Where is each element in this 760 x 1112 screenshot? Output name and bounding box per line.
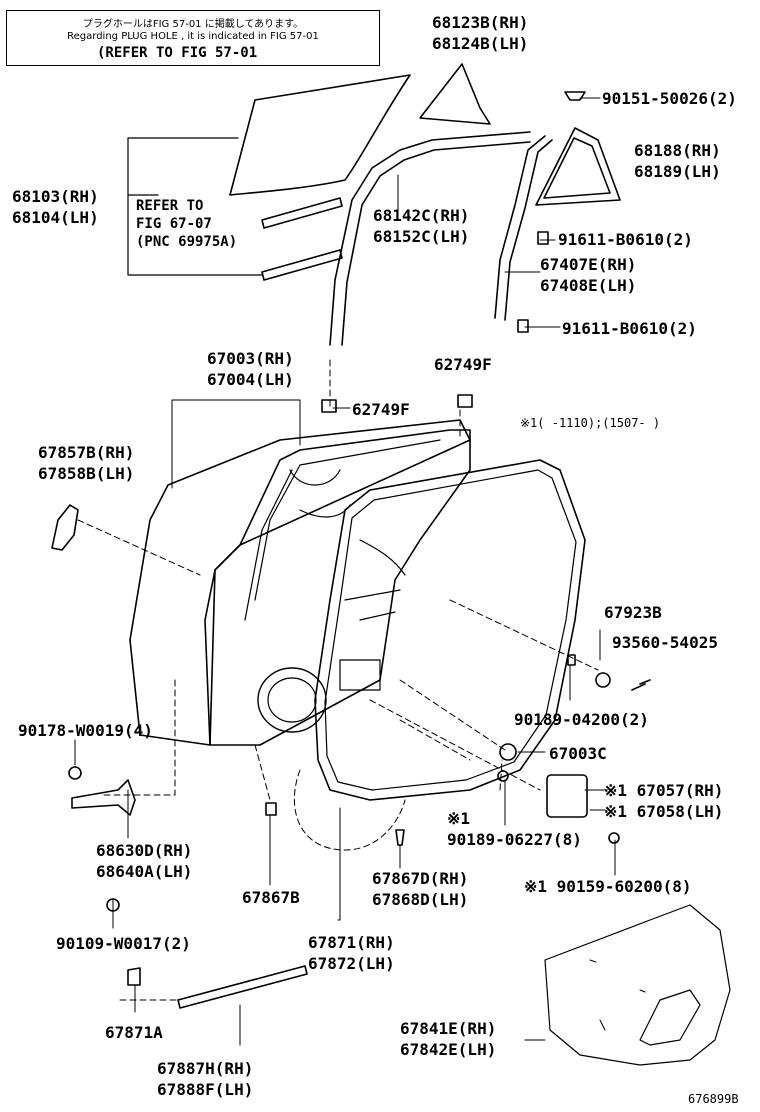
window-run-channel [329, 131, 531, 346]
refer-line-1: REFER TO [136, 198, 204, 214]
label-90189-06227[interactable]: ※1 90189-06227(8) [447, 809, 582, 849]
part-67867d-clip [395, 829, 405, 846]
part-91611a-bolt [537, 231, 549, 245]
label-67841e[interactable]: 67841E(RH) 67842E(LH) [400, 1019, 497, 1059]
part-67867b-clip [265, 802, 277, 816]
label-91611-b0610-upper[interactable]: 91611-B0610(2) [558, 230, 693, 249]
note-line-3: (REFER TO FIG 57-01 [97, 45, 258, 61]
plug-hole-note: プラグホールはFIG 57-01 に掲載してあります。 Regarding PL… [6, 10, 380, 66]
quarter-glass [419, 63, 491, 125]
label-68123b[interactable]: 68123B(RH) 68124B(LH) [432, 13, 529, 53]
label-67867d[interactable]: 67867D(RH) 67868D(LH) [372, 869, 469, 909]
label-90109-w0017[interactable]: 90109-W0017(2) [56, 934, 191, 953]
part-67887-moulding [177, 965, 308, 1009]
part-62749f-b [457, 394, 473, 408]
label-67871a[interactable]: 67871A [105, 1023, 163, 1042]
part-67923b-clip [595, 672, 611, 688]
part-67003c-bumper [499, 743, 517, 761]
part-68630-hinge [71, 779, 136, 816]
belt-moulding-lower [261, 249, 343, 281]
door-outer-panel [129, 419, 471, 746]
label-91611-b0610-lower[interactable]: 91611-B0610(2) [562, 319, 697, 338]
label-62749f-top[interactable]: 62749F [434, 355, 492, 374]
label-67857b[interactable]: 67857B(RH) 67858B(LH) [38, 443, 135, 483]
part-90159-screw [608, 832, 620, 844]
period-note: ※1( -1110);(1507- ) [520, 416, 661, 430]
door-inner-frame [209, 429, 471, 746]
quarter-weatherstrip [535, 127, 621, 206]
label-90189-04200[interactable]: 90189-04200(2) [514, 710, 649, 729]
part-93560-screw [631, 679, 651, 691]
service-hole-cover [544, 904, 731, 1066]
part-90189a-bolt [567, 654, 576, 666]
drawing-number: 676899B [688, 1092, 739, 1106]
label-67871[interactable]: 67871(RH) 67872(LH) [308, 933, 395, 973]
label-67003c[interactable]: 67003C [549, 744, 607, 763]
label-67923b[interactable]: 67923B [604, 603, 662, 622]
division-bar [494, 135, 553, 321]
label-90178-w0019[interactable]: 90178-W0019(4) [18, 721, 153, 740]
note-line-1: プラグホールはFIG 57-01 に掲載してあります。 [82, 19, 304, 30]
note-line-2: Regarding PLUG HOLE , it is indicated in… [67, 31, 319, 42]
refer-note: REFER TO FIG 67-07 (PNC 69975A) [136, 197, 237, 251]
label-90151-50026[interactable]: 90151-50026(2) [602, 89, 737, 108]
refer-line-3: (PNC 69975A) [136, 234, 238, 250]
label-62749f-side[interactable]: 62749F [352, 400, 410, 419]
door-weatherstrip [314, 459, 586, 801]
part-91611b-bolt [517, 319, 529, 333]
part-67057-lock [546, 774, 588, 818]
label-68142c[interactable]: 68142C(RH) 68152C(LH) [373, 206, 470, 246]
part-90178-bolt [68, 766, 82, 780]
label-68630d[interactable]: 68630D(RH) 68640A(LH) [96, 841, 193, 881]
part-67871a-clip [127, 967, 141, 986]
label-68188[interactable]: 68188(RH) 68189(LH) [634, 141, 721, 181]
door-glass [229, 74, 411, 196]
part-90189b-clip [497, 770, 509, 782]
part-90109-bolt [106, 898, 120, 912]
part-67857b-pad [51, 504, 79, 551]
part-62749f-a [321, 399, 337, 413]
label-67057[interactable]: ※1 67057(RH) ※1 67058(LH) [604, 781, 724, 821]
part-90151-clip [564, 91, 586, 101]
label-67003[interactable]: 67003(RH) 67004(LH) [207, 349, 294, 389]
label-93560-54025[interactable]: 93560-54025 [612, 633, 718, 652]
belt-moulding-upper [261, 197, 343, 229]
label-67407e[interactable]: 67407E(RH) 67408E(LH) [540, 255, 637, 295]
label-90159-60200[interactable]: ※1 90159-60200(8) [524, 877, 692, 896]
refer-line-2: FIG 67-07 [136, 216, 212, 232]
label-67867b[interactable]: 67867B [242, 888, 300, 907]
label-67887h[interactable]: 67887H(RH) 67888F(LH) [157, 1059, 254, 1099]
label-68103[interactable]: 68103(RH) 68104(LH) [12, 187, 99, 227]
